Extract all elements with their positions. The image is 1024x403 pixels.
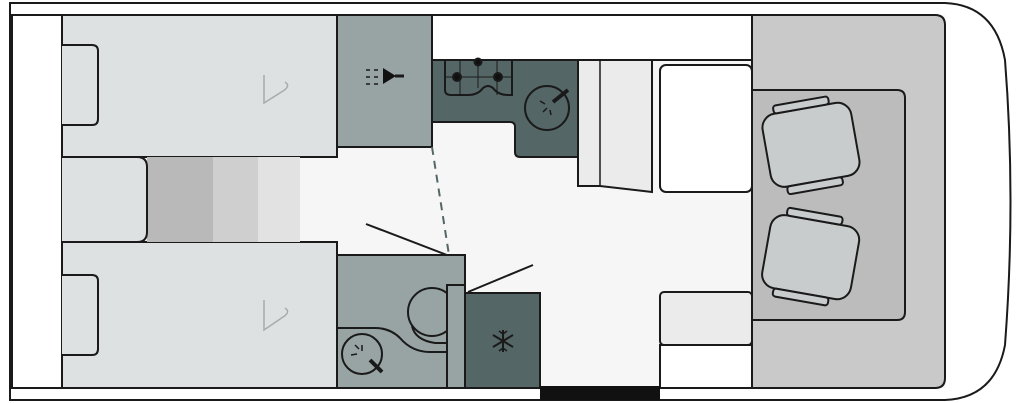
bathroom-door[interactable]: [365, 223, 448, 256]
sink-icon: [524, 85, 570, 131]
cab-seat-passenger[interactable]: [759, 205, 863, 309]
step-2: [213, 157, 258, 242]
bed-top[interactable]: [61, 14, 338, 158]
bathroom-counter-edge: [337, 327, 447, 353]
rear-strip: [11, 14, 63, 389]
dinette-seat[interactable]: [659, 64, 753, 193]
kitchen-unit[interactable]: [431, 59, 579, 158]
step-3: [258, 157, 300, 242]
bed-bottom[interactable]: [61, 241, 338, 389]
entrance-door[interactable]: [540, 386, 660, 400]
hanger-icon: [263, 75, 289, 105]
bathroom-wall: [446, 284, 466, 389]
step-1: [147, 157, 213, 242]
sink-icon: [341, 333, 384, 375]
hanger-icon: [263, 300, 289, 332]
step-platform: [62, 156, 148, 243]
bench-lower: [659, 344, 753, 389]
top-counter: [431, 14, 753, 61]
pillow-top: [62, 44, 99, 126]
shower-icon: [366, 68, 404, 85]
cab-seat-driver[interactable]: [759, 93, 863, 197]
snowflake-icon: [492, 330, 514, 352]
bench-seat[interactable]: [659, 291, 753, 346]
pillow-bottom: [62, 274, 99, 356]
bathroom-door-2[interactable]: [467, 264, 534, 293]
tall-cabinet[interactable]: [577, 59, 653, 194]
sliding-door-track: [431, 146, 450, 256]
hob-icon: [444, 57, 513, 96]
